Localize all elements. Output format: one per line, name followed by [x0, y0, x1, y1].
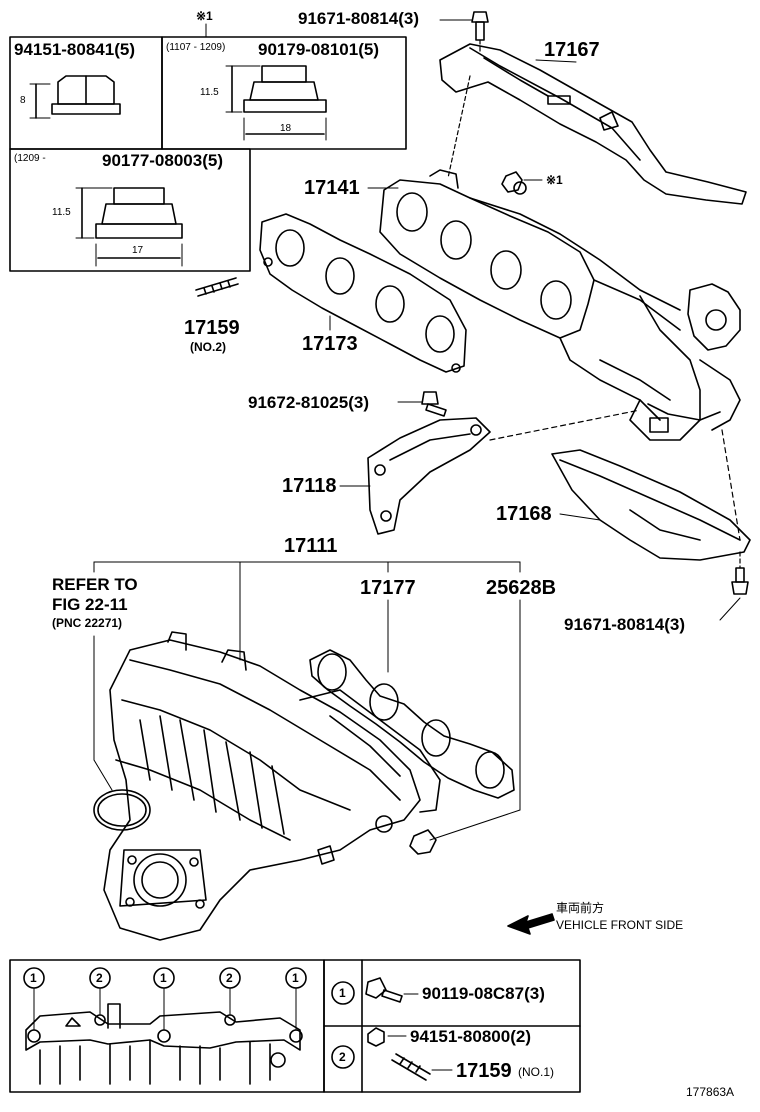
legend-bolt-drawing	[365, 977, 419, 1003]
flange-edge-drawing	[25, 987, 303, 1085]
lower-insulator-17168-drawing	[551, 449, 751, 561]
nut-asterisk-drawing	[501, 171, 543, 193]
o-ring-drawing	[93, 789, 151, 831]
clip-25628b-drawing	[409, 829, 437, 855]
callout-1-a: 1	[30, 971, 37, 985]
nut-cell2-range: (1107 - 1209)	[166, 42, 226, 53]
vehicle-front-en: VEHICLE FRONT SIDE	[556, 918, 684, 932]
nut-cell3-part[interactable]: 90177-08003(5)	[102, 151, 223, 170]
refer-line2[interactable]: FIG 22-11	[52, 595, 128, 614]
legend-part-17159-note: (NO.1)	[518, 1065, 554, 1079]
legend-part-17159[interactable]: 17159	[456, 1060, 512, 1082]
part-17167[interactable]: 17167	[544, 39, 600, 61]
exhaust-manifold-17141-drawing	[367, 169, 741, 441]
legend-callout-1: 1	[339, 986, 346, 1000]
front-arrow	[507, 913, 555, 935]
heat-insulator-17167-drawing	[439, 43, 747, 205]
dim-11-5-a: 11.5	[200, 87, 219, 98]
bracket-17118-drawing	[339, 417, 491, 535]
part-91671-top[interactable]: 91671-80814(3)	[298, 9, 419, 28]
legend-stud-drawing	[391, 1053, 453, 1081]
nut-94151-drawing	[29, 75, 121, 119]
part-17177[interactable]: 17177	[360, 577, 416, 599]
asterisk-marker-top: ※1	[196, 9, 213, 23]
leader-17111	[93, 561, 521, 841]
callout-2-a: 2	[96, 971, 103, 985]
part-25628b[interactable]: 25628B	[486, 577, 557, 599]
refer-line3: (PNC 22271)	[52, 616, 123, 630]
part-17173[interactable]: 17173	[302, 333, 358, 355]
legend-part-94151[interactable]: 94151-80800(2)	[410, 1027, 531, 1046]
part-17141[interactable]: 17141	[304, 177, 360, 199]
callout-1-b: 1	[160, 971, 167, 985]
part-17168[interactable]: 17168	[496, 503, 552, 525]
callout-1-c: 1	[292, 971, 299, 985]
legend-nut-drawing	[367, 1027, 407, 1047]
nut-90177-drawing	[75, 187, 183, 267]
legend-callout-2: 2	[339, 1050, 346, 1064]
part-17111[interactable]: 17111	[284, 535, 338, 557]
nut-cell1-part[interactable]: 94151-80841(5)	[14, 40, 135, 59]
dim-8: 8	[20, 95, 26, 106]
vehicle-front-jp: 車両前方	[556, 901, 605, 915]
part-17118[interactable]: 17118	[282, 475, 337, 497]
refer-line1: REFER TO	[52, 575, 138, 594]
dim-11-5-b: 11.5	[52, 207, 71, 218]
dim-17: 17	[132, 245, 144, 256]
nut-cell2-part[interactable]: 90179-08101(5)	[258, 40, 379, 59]
part-91671-bottom[interactable]: 91671-80814(3)	[564, 615, 685, 634]
figure-id: 177863A	[686, 1085, 735, 1099]
bolt-bottom-drawing	[719, 551, 749, 621]
part-17159-no2[interactable]: 17159	[184, 317, 240, 339]
callout-2-b: 2	[226, 971, 233, 985]
asterisk-marker-nut: ※1	[546, 173, 563, 187]
gasket-17177-drawing	[309, 649, 515, 799]
gasket-17173-drawing	[259, 213, 467, 373]
intake-manifold-17111-drawing	[103, 631, 441, 941]
nut-90179-drawing	[225, 65, 327, 141]
bolt-top-drawing	[439, 11, 489, 53]
dim-18: 18	[280, 123, 292, 134]
stud-17159-drawing	[195, 277, 239, 297]
part-91672[interactable]: 91672-81025(3)	[248, 393, 369, 412]
legend-part-90119[interactable]: 90119-08C87(3)	[422, 984, 545, 1003]
bolt-91672-drawing	[397, 391, 447, 417]
nut-cell3-range: (1209 -	[14, 153, 46, 164]
part-17159-no2-note: (NO.2)	[190, 340, 226, 354]
